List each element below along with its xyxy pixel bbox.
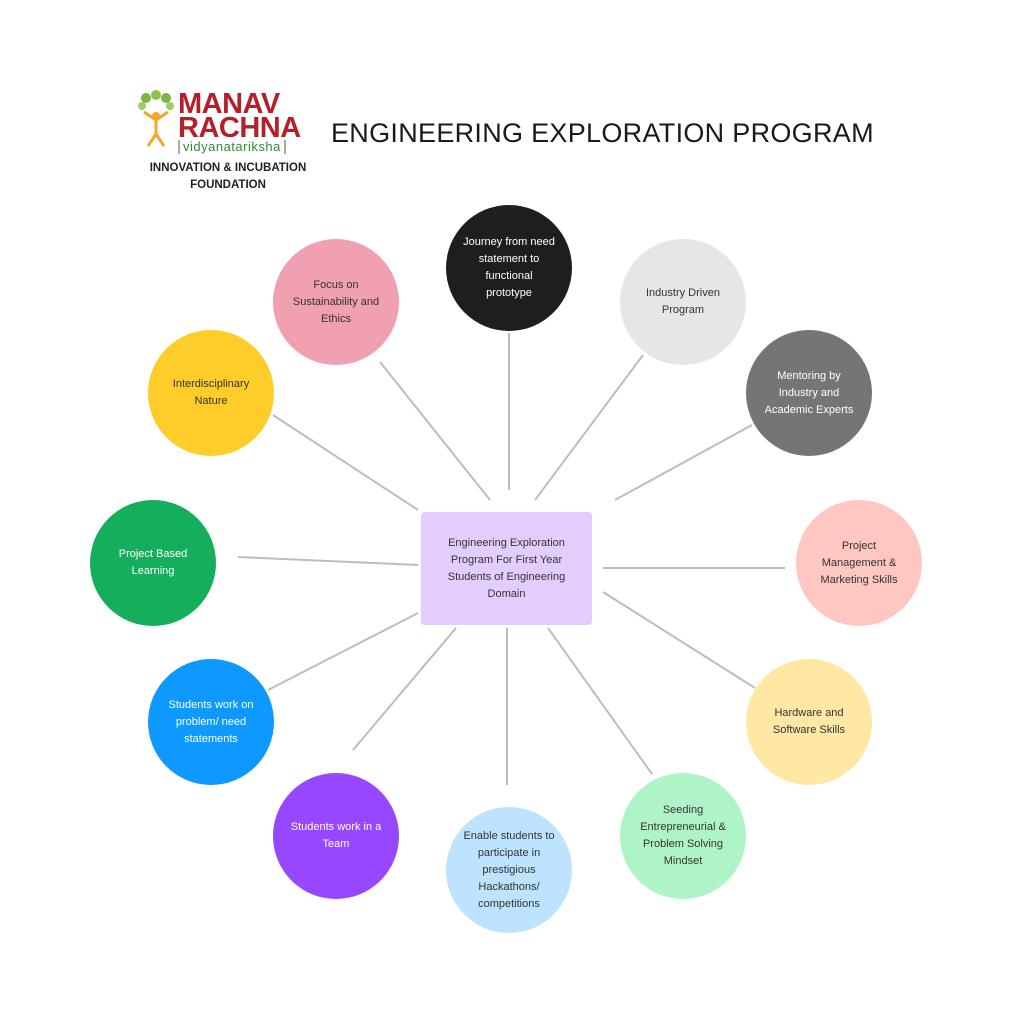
node-interdisciplinary: Interdisciplinary Nature bbox=[148, 330, 274, 456]
connector-hardware-software bbox=[602, 591, 756, 689]
brand-line-1: MANAV bbox=[178, 88, 280, 120]
node-team: Students work in a Team bbox=[273, 773, 399, 899]
node-sustainability: Focus on Sustainability and Ethics bbox=[273, 239, 399, 365]
node-industry-driven: Industry Driven Program bbox=[620, 239, 746, 365]
node-problem-statements: Students work on problem/ need statement… bbox=[148, 659, 274, 785]
page-title: ENGINEERING EXPLORATION PROGRAM bbox=[331, 118, 874, 148]
center-program-box: Engineering Exploration Program For Firs… bbox=[421, 512, 592, 625]
brand-tagline: vidyanatariksha bbox=[178, 140, 286, 154]
node-journey: Journey from need statement to functiona… bbox=[446, 205, 572, 331]
foundation-line-1: INNOVATION & INCUBATION bbox=[149, 162, 307, 174]
connector-sustainability bbox=[379, 361, 491, 501]
connector-industry-driven bbox=[534, 354, 644, 501]
connector-interdisciplinary bbox=[272, 414, 419, 511]
logo: MANAV RACHNA vidyanatariksha INNOVATION … bbox=[136, 88, 316, 191]
connector-entrepreneurial bbox=[547, 627, 653, 775]
tree-figure-icon bbox=[138, 90, 174, 147]
connector-mentoring bbox=[614, 424, 753, 501]
node-hardware-software: Hardware and Software Skills bbox=[746, 659, 872, 785]
connector-problem-statements bbox=[267, 612, 419, 691]
connector-team bbox=[352, 627, 457, 751]
brand-line-2: RACHNA bbox=[178, 112, 301, 144]
node-project-based: Project Based Learning bbox=[90, 500, 216, 626]
foundation-label: INNOVATION & INCUBATION FOUNDATION bbox=[136, 160, 320, 194]
node-entrepreneurial: Seeding Entrepreneurial & Problem Solvin… bbox=[620, 773, 746, 899]
node-project-management: Project Management & Marketing Skills bbox=[796, 500, 922, 626]
node-hackathons: Enable students to participate in presti… bbox=[446, 807, 572, 933]
foundation-line-2: FOUNDATION bbox=[190, 179, 266, 191]
connector-project-based bbox=[237, 556, 419, 566]
node-mentoring: Mentoring by Industry and Academic Exper… bbox=[746, 330, 872, 456]
brand-name: MANAV RACHNA bbox=[178, 88, 301, 144]
